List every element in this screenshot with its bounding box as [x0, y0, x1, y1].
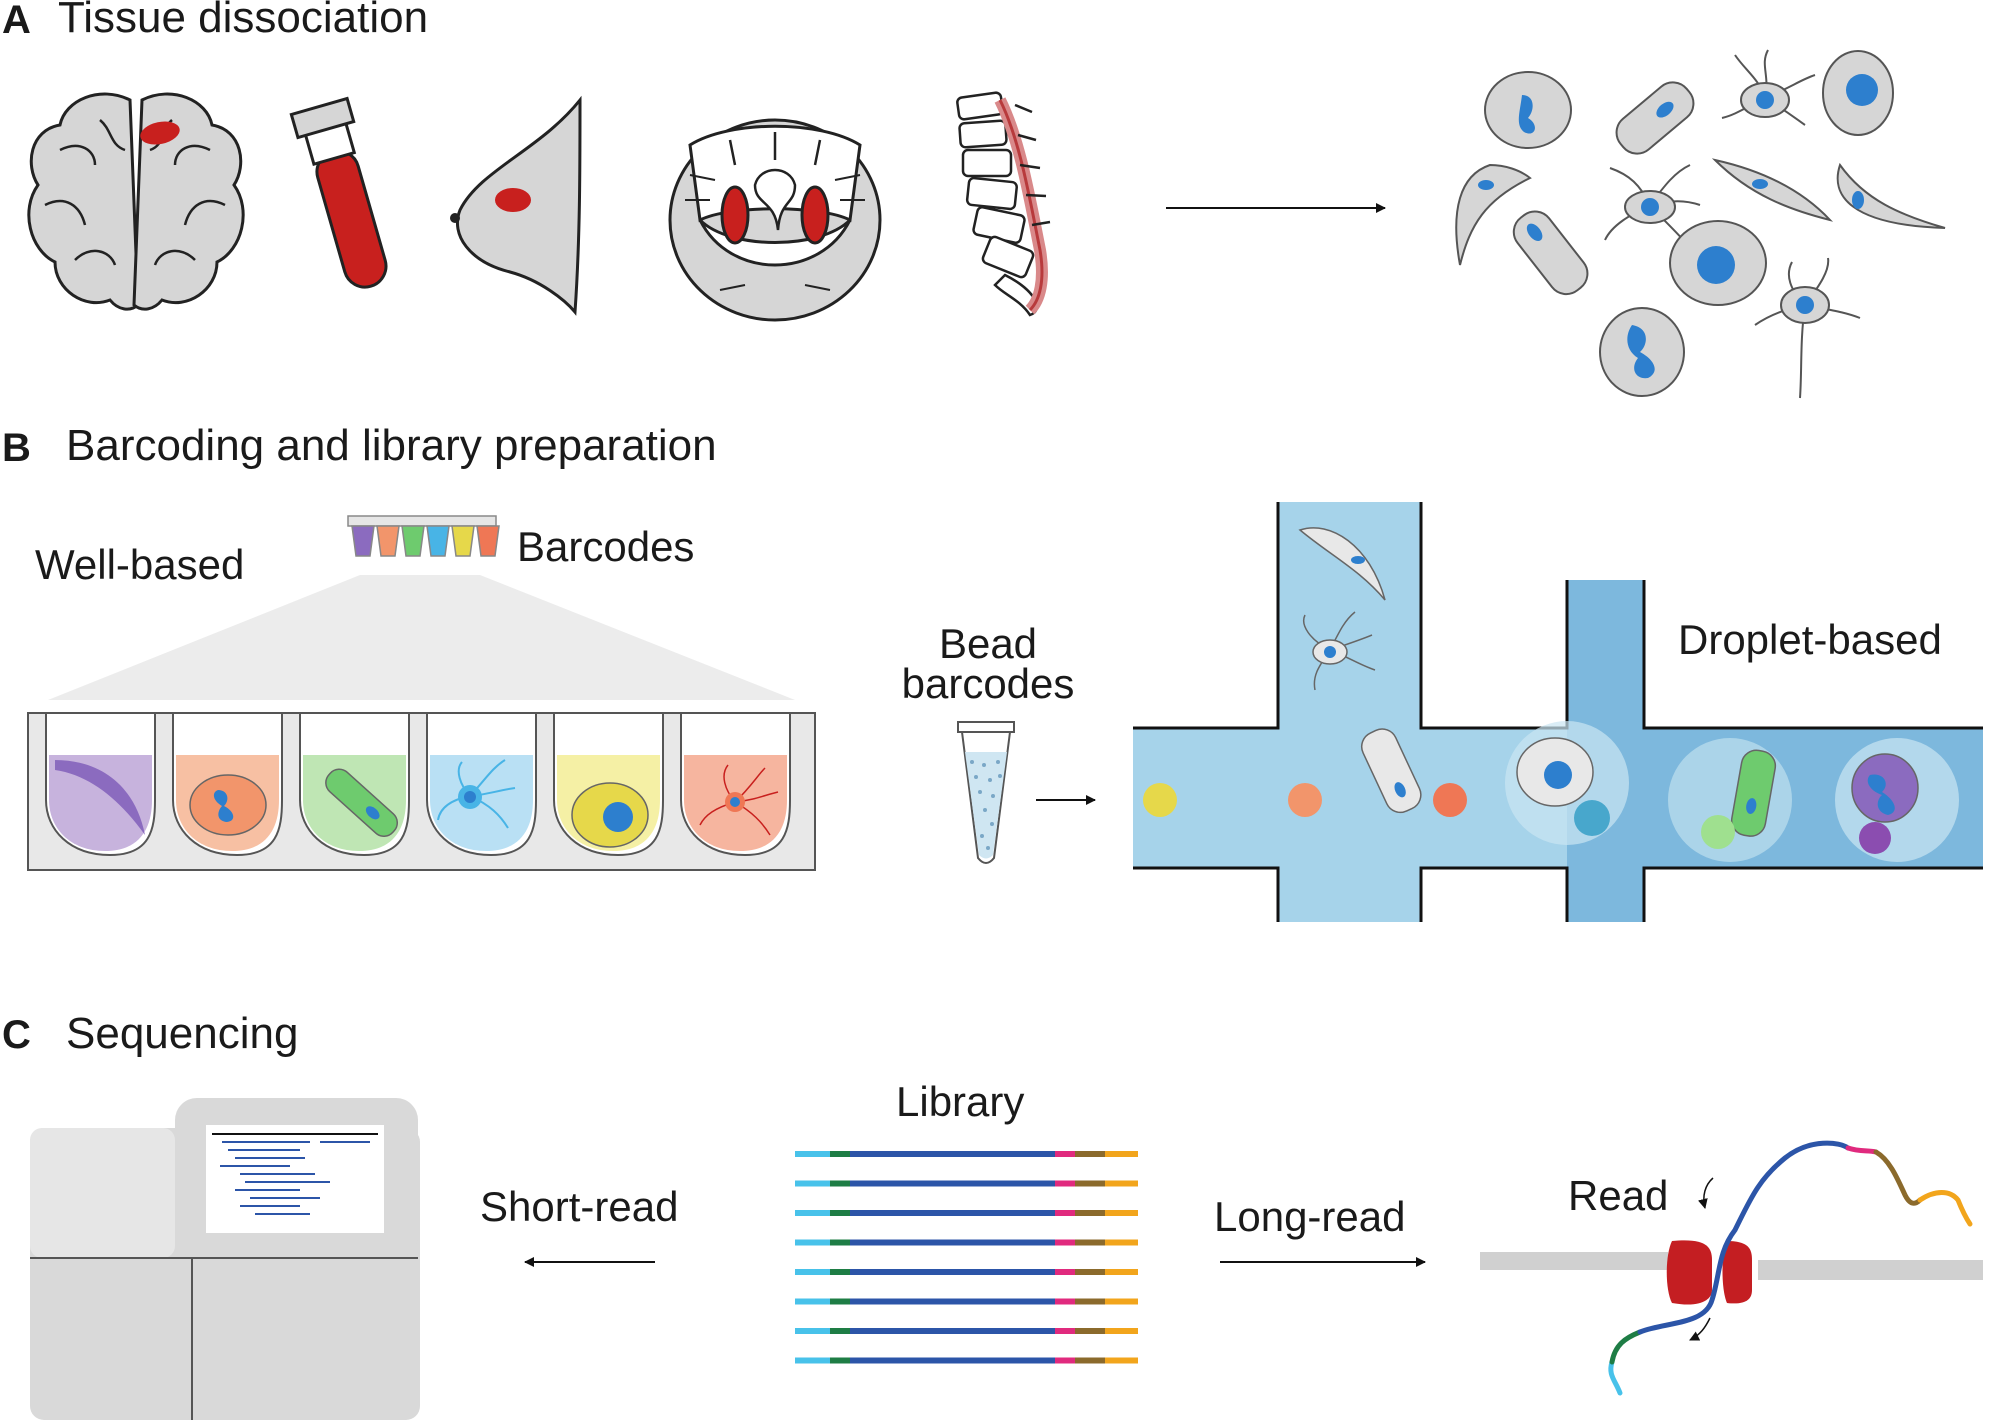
well-plate	[27, 712, 816, 871]
blood-tube-icon	[289, 96, 388, 289]
well-based-label: Well-based	[35, 541, 245, 588]
bead-barcodes-label-line1: Bead	[938, 620, 1038, 667]
breast-icon	[450, 95, 582, 316]
panel-a-title: Tissue dissociation	[58, 0, 429, 42]
droplet-based-label: Droplet-based	[1678, 616, 1942, 663]
panel-c-letter: C	[2, 1013, 31, 1057]
panel-b-letter: B	[2, 426, 31, 470]
long-read-label: Long-read	[1214, 1193, 1406, 1240]
bead-tube-icon	[957, 721, 1015, 864]
zoom-projection	[48, 575, 795, 700]
mouth-tonsils-icon	[668, 118, 882, 322]
spine-icon	[956, 91, 1051, 317]
nanopore-icon	[1480, 1140, 1983, 1396]
dissociated-cells	[1455, 49, 1946, 399]
panel-b-title: Barcoding and library preparation	[66, 421, 717, 470]
short-read-label: Short-read	[480, 1183, 679, 1230]
droplet-microfluidic-chip	[1133, 502, 1983, 922]
library-reads	[795, 1151, 1138, 1364]
sequencer-machine-icon	[30, 1098, 420, 1420]
panel-a-letter: A	[2, 0, 31, 42]
brain-icon	[27, 92, 245, 311]
bead-barcodes-label-line2: barcodes	[901, 660, 1075, 707]
read-label: Read	[1568, 1172, 1669, 1219]
panel-c-title: Sequencing	[66, 1009, 299, 1058]
barcodes-label: Barcodes	[517, 523, 695, 570]
library-label: Library	[896, 1078, 1025, 1125]
barcode-tubes-icon	[347, 515, 500, 557]
